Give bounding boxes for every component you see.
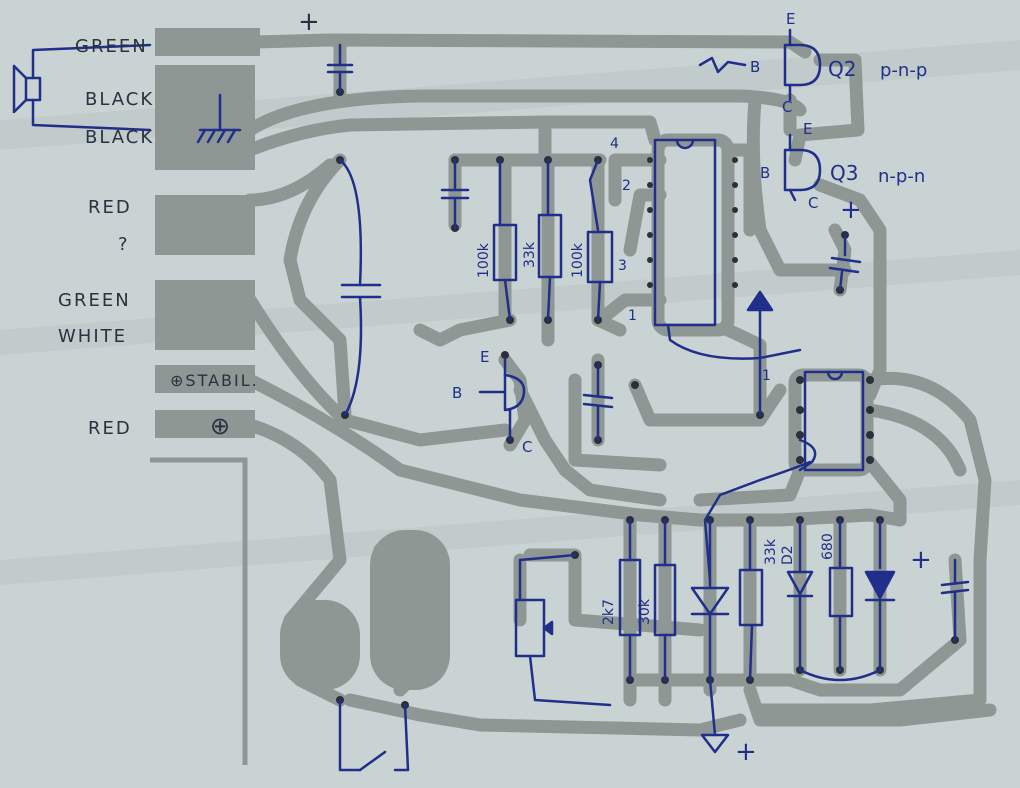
label-red-plus: RED [88,418,132,439]
label-green-white-2: WHITE [58,326,127,347]
capacitor-right [828,233,862,292]
ic2-chip [703,370,865,582]
q2-base: B [750,58,760,76]
switch-icon [338,698,410,772]
ic2-pin-1: 1 [762,368,771,384]
label-green-white-1: GREEN [58,290,131,311]
transistor-labels: E B C Q2 p-n-p E B C Q3 n-p-n E B C [452,10,927,456]
transistor-q1 [478,358,526,442]
connector-pads [150,28,450,765]
ground-icon [196,93,242,144]
transistor-q3 [783,133,822,202]
label-r-33k-b: 33k [763,538,779,565]
ic1-pin-3: 3 [618,258,627,274]
diode-main [690,518,730,754]
label-green-top: GREEN [75,36,148,57]
label-question: ? [118,234,130,255]
bottom-pad-right [370,530,450,690]
q3-collector: C [808,194,818,212]
label-black-2: BLACK [85,127,154,148]
resistor-30k [653,518,677,682]
plus-q3: + [840,195,862,225]
label-r-100k-a: 100k [476,242,492,278]
q3-emitter: E [803,120,812,138]
resistor-680 [828,518,854,672]
capacitor-bottom-right [798,558,970,682]
ic1-pin-2: 2 [622,178,631,194]
label-r-2k7: 2k7 [601,599,617,625]
wire-labels: GREEN BLACK BLACK RED ? GREEN WHITE ⊕STA… [58,36,259,440]
board-corner-trace [150,457,248,765]
q1-collector: C [522,438,532,456]
label-r-100k-b: 100k [570,242,586,278]
speaker-icon [12,43,152,132]
plus-right: + [910,545,932,575]
pad-black-ground [155,65,255,170]
transistor-q2 [698,28,822,102]
ic1-pin-1: 1 [628,308,637,324]
label-stabil: ⊕STABIL. [170,371,259,390]
plus-bottom: + [735,737,757,767]
capacitor-top [326,43,354,94]
q2-type: p-n-p [880,60,927,81]
label-black-1: BLACK [85,89,154,110]
ink-components [12,28,970,772]
q2-collector: C [782,98,792,116]
pad-red-unknown [155,195,255,255]
ic1-chip [653,138,802,360]
q2-emitter: E [786,10,795,28]
q1-base: B [452,384,462,402]
capacitor-left [338,158,382,417]
ic1-pin-4: 4 [610,136,619,152]
q3-type: n-p-n [878,166,925,187]
solder-pads [336,88,959,709]
plus-top: + [298,7,322,37]
bottom-pad-left [280,600,360,690]
led-diode [864,518,896,672]
capacitor-small [440,158,470,230]
resistor-labels: 100k 33k 100k 2k7 30k 33k D2 680 [476,241,836,625]
resistor-33k-b [738,518,764,682]
copper-traces [243,33,997,737]
ic-pin-labels: 1 2 3 4 1 [610,136,771,384]
label-red-unknown: RED [88,197,132,218]
label-r-33k-a: 33k [522,241,538,268]
resistor-100k-a [492,158,518,322]
diode-vertical [746,290,774,417]
pad-red-plus [155,410,255,438]
q1-emitter: E [480,348,489,366]
q2-name: Q2 [828,57,856,81]
label-red-plus-symbol: ⊕ [210,412,232,440]
resistor-100k-b [586,158,614,322]
q3-base: B [760,164,770,182]
pad-green-white [155,280,255,350]
pad-stabil [155,365,255,393]
potentiometer [514,553,612,707]
resistor-33k-a [537,158,563,322]
diode-d2 [786,518,814,672]
capacitor-mid [582,363,614,442]
q3-name: Q3 [830,161,858,185]
pad-green-top [155,28,260,56]
polarity-marks: + + + + [298,7,932,767]
resistor-2k7 [618,518,642,682]
label-r-30k: 30k [637,598,653,625]
label-d2: D2 [780,545,796,565]
label-r-680: 680 [820,533,836,560]
